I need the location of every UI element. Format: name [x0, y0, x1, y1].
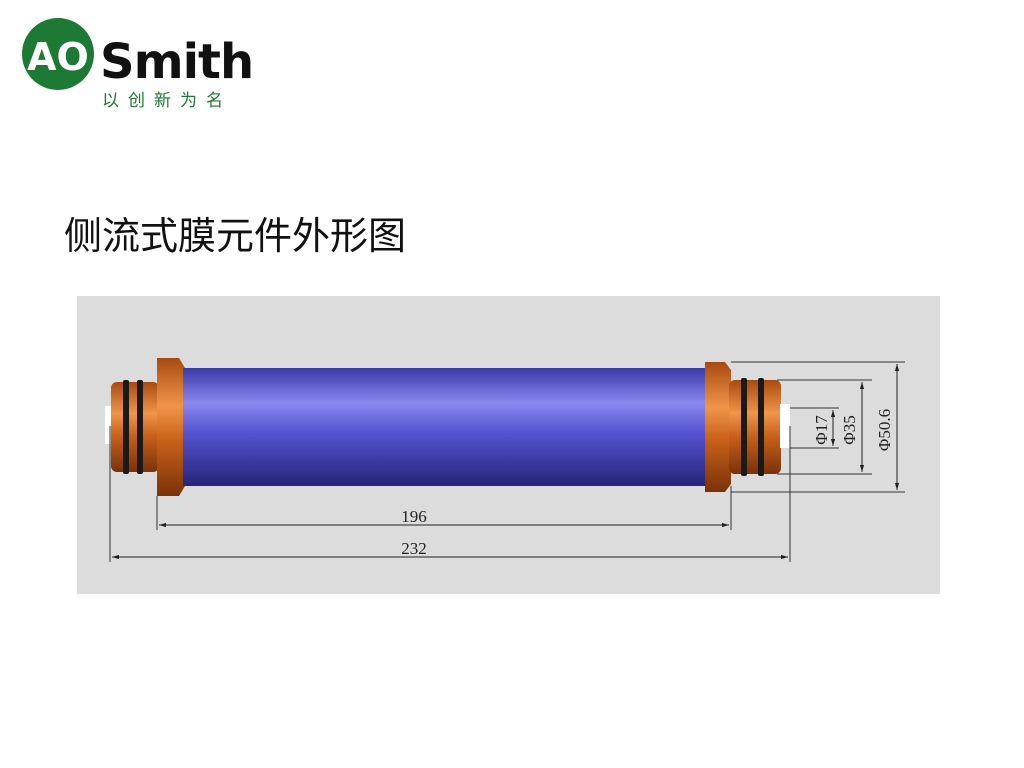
- logo-circle: [22, 18, 94, 90]
- dim-label-232: 232: [401, 539, 427, 558]
- logo-smith-text: Smith: [100, 34, 253, 90]
- logo-ao-text: AO: [27, 35, 89, 79]
- membrane-tube: [183, 368, 707, 486]
- page-title: 侧流式膜元件外形图: [64, 214, 407, 258]
- logo-slogan: 以创新为名: [102, 91, 232, 111]
- right-threaded-end: [729, 378, 781, 476]
- membrane-element-drawing: 196 232 Φ17 Φ35 Φ50.6: [105, 358, 905, 562]
- dim-label-d17: Φ17: [812, 415, 831, 445]
- dim-label-196: 196: [401, 507, 427, 526]
- left-flange: [157, 358, 185, 496]
- right-end-tip: [780, 404, 790, 448]
- dim-label-d50: Φ50.6: [875, 409, 894, 451]
- left-end-tip: [105, 406, 113, 444]
- membrane-drawing-panel: 196 232 Φ17 Φ35 Φ50.6: [77, 296, 940, 594]
- ao-smith-logo: AO Smith: [22, 18, 254, 90]
- dim-label-d35: Φ35: [840, 415, 859, 444]
- left-threaded-end: [111, 380, 159, 474]
- right-flange: [705, 362, 731, 492]
